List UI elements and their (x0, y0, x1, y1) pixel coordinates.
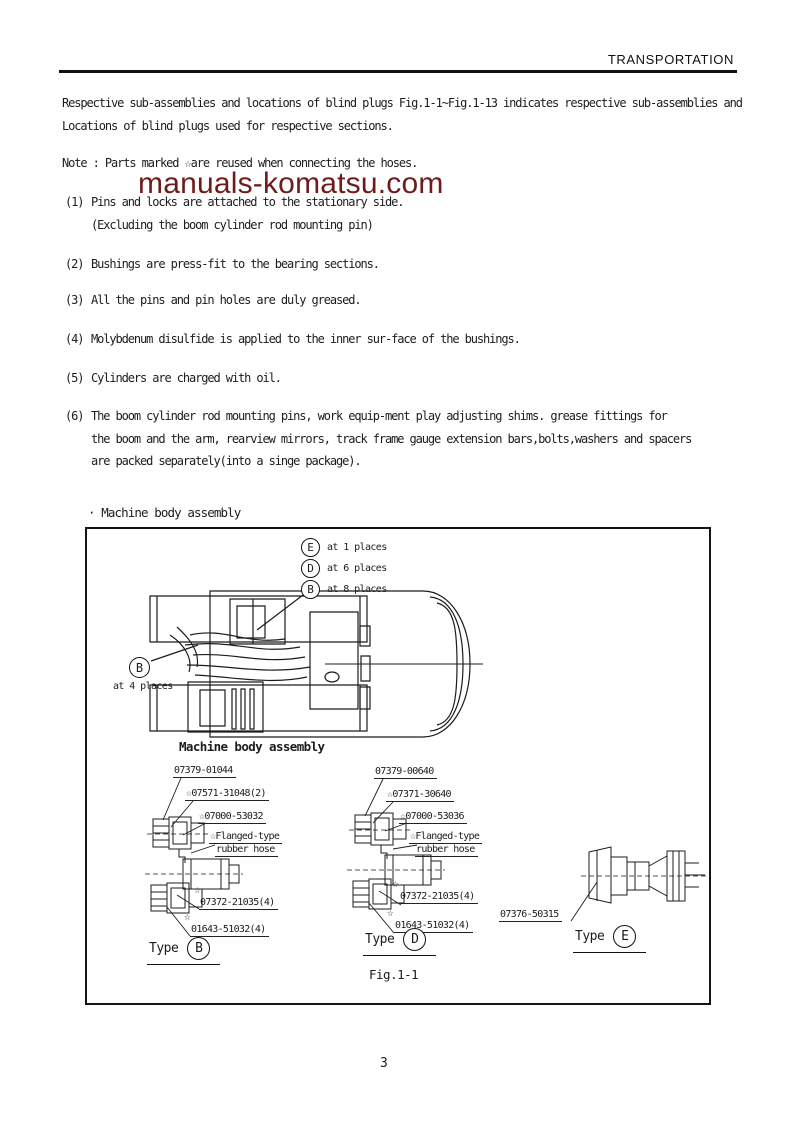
item-number: (3) (65, 293, 84, 307)
list-item-6-cont: the boom and the arm, rearview mirrors, … (91, 432, 692, 446)
item-number: (1) (65, 195, 84, 209)
star-icon: ☆ (392, 877, 399, 890)
type-text: Type (149, 941, 179, 956)
part-label: 07379-01044 (173, 765, 236, 778)
list-item-6: (6) The boom cylinder rod mounting pins, … (65, 409, 668, 423)
part-label: ☆07371-30640 (386, 789, 454, 802)
item-text: The boom cylinder rod mounting pins, wor… (91, 409, 668, 423)
legend-item-e: E at 1 places (301, 538, 387, 557)
type-e-label: Type E (573, 925, 647, 953)
circle-e-icon: E (613, 925, 637, 948)
page-number: 3 (380, 1056, 388, 1071)
watermark-text: manuals-komatsu.com (138, 167, 444, 200)
list-item-4: (4) Molybdenum disulfide is applied to th… (65, 332, 521, 346)
part-label: ☆Flanged-type (209, 831, 283, 844)
note-label: Note : (62, 156, 100, 170)
item-text: Molybdenum disulfide is applied to the i… (91, 332, 521, 346)
intro-line-1: Respective sub-assemblies and locations … (62, 96, 743, 110)
page-header-title: TRANSPORTATION (607, 52, 734, 67)
star-icon: ☆ (387, 906, 394, 919)
part-label: 07372-21035(4) (199, 897, 278, 910)
item-number: (5) (65, 371, 84, 385)
item-number: (6) (65, 409, 84, 423)
circle-b-icon: B (301, 580, 320, 599)
part-label: rubber hose (215, 844, 278, 857)
item-text: Cylinders are charged with oil. (91, 371, 282, 385)
item-number: (2) (65, 257, 84, 271)
figure-section-title: · Machine body assembly (88, 505, 241, 520)
callout-text: at 4 places (113, 681, 173, 692)
list-item-1-cont: (Excluding the boom cylinder rod mountin… (91, 218, 374, 232)
machine-caption: Machine body assembly (179, 739, 325, 754)
part-label: 01643-51032(4) (190, 924, 269, 937)
note-text: Parts marked ☆are reused when connecting… (104, 156, 418, 170)
part-label: ☆07571-31048(2) (185, 788, 269, 801)
star-icon: ☆ (184, 910, 191, 923)
type-b-label: Type B (147, 937, 221, 965)
part-label: 01643-51032(4) (394, 920, 473, 933)
note-row: Note : Parts marked ☆are reused when con… (62, 156, 418, 170)
figure-caption: Fig.1-1 (369, 967, 419, 982)
legend-item-b: B at 8 places (301, 580, 387, 599)
figure-box: E at 1 places D at 6 places B at 8 place… (85, 527, 711, 1005)
list-item-1: (1) Pins and locks are attached to the st… (65, 195, 404, 209)
legend-text: at 1 places (327, 542, 387, 553)
header-rule (59, 70, 737, 73)
star-icon: ☆ (194, 883, 201, 896)
intro-line-2: Locations of blind plugs used for respec… (62, 119, 394, 133)
part-label: 07372-21035(4) (399, 891, 478, 904)
circle-d-icon: D (403, 928, 427, 951)
legend-item-d: D at 6 places (301, 559, 387, 578)
circle-d-icon: D (301, 559, 320, 578)
legend-text: at 8 places (327, 584, 387, 595)
list-item-3: (3) All the pins and pin holes are duly g… (65, 293, 362, 307)
legend-text: at 6 places (327, 563, 387, 574)
circle-b-icon: B (187, 937, 211, 960)
item-text: All the pins and pin holes are duly grea… (91, 293, 362, 307)
type-text: Type (575, 929, 605, 944)
part-label: rubber hose (415, 844, 478, 857)
type-text: Type (365, 932, 395, 947)
item-text: Pins and locks are attached to the stati… (91, 195, 404, 209)
machine-body-line-art (87, 529, 709, 1003)
part-label: 07376-50315 (499, 909, 562, 922)
part-label: 07379-00640 (374, 766, 437, 779)
item-text: Bushings are press-fit to the bearing se… (91, 257, 380, 271)
item-number: (4) (65, 332, 84, 346)
circle-e-icon: E (301, 538, 320, 557)
list-item-6-cont2: are packed separately(into a singe packa… (91, 454, 362, 468)
list-item-2: (2) Bushings are press-fit to the bearing… (65, 257, 380, 271)
part-label: ☆Flanged-type (409, 831, 483, 844)
list-item-5: (5) Cylinders are charged with oil. (65, 371, 282, 385)
circle-b-callout-icon: B (129, 657, 150, 678)
type-d-label: Type D (363, 928, 437, 956)
part-label: ☆07000-53036 (399, 811, 467, 824)
part-label: ☆07000-53032 (198, 811, 266, 824)
